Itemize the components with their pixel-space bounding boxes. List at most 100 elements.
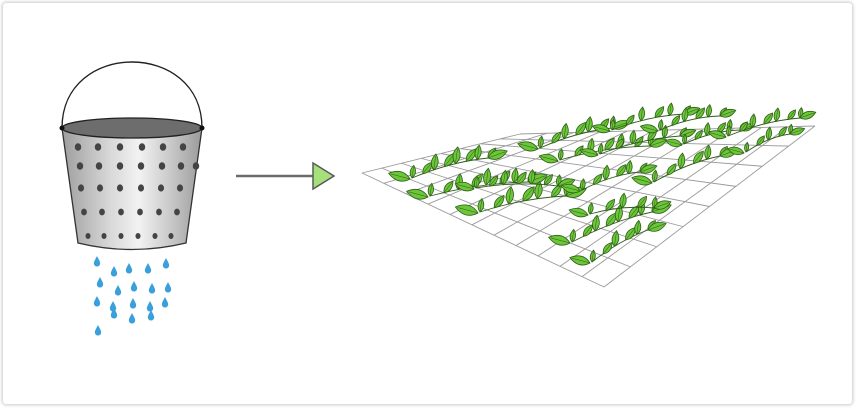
leafy-vine-icon [538, 133, 668, 164]
leaf-icon [756, 135, 765, 146]
leaf-icon [568, 207, 589, 218]
leaf-icon [639, 124, 659, 134]
water-drop-icon [109, 301, 117, 312]
bucket-hole [176, 184, 184, 192]
bucket-hole [168, 233, 174, 239]
leaf-icon [639, 164, 658, 174]
bucket-hole [99, 208, 105, 216]
leaf-icon [667, 102, 674, 117]
bucket-hole [95, 162, 103, 170]
leaf-icon [671, 115, 681, 126]
leaf-icon [548, 234, 571, 246]
leaf-icon [665, 138, 683, 148]
bucket-hole [116, 184, 124, 192]
leaf-icon [443, 180, 454, 194]
bucket-hole [179, 143, 187, 151]
water-drop-icon [147, 310, 155, 321]
leafy-vine-icon [560, 159, 658, 194]
leaf-icon [666, 163, 677, 176]
leaf-icon [561, 122, 569, 140]
leaf-icon [765, 126, 773, 141]
leafy-vine-icon [454, 169, 576, 192]
bucket-rivet-right [199, 125, 205, 131]
bucket-rivet-left [59, 125, 65, 131]
leaf-icon [637, 195, 647, 208]
bucket-hole [96, 184, 104, 192]
leaf-icon [487, 149, 508, 160]
leaf-icon [602, 242, 613, 255]
leaf-icon [454, 181, 475, 192]
water-drop-icon [110, 308, 118, 319]
leafy-vine-icon [631, 144, 739, 186]
leafy-vine-icon [569, 219, 667, 266]
leaf-icon [522, 186, 535, 202]
leaf-icon [489, 175, 499, 187]
water-drop-icon [164, 282, 172, 293]
bucket-hole [135, 233, 141, 239]
leaf-icon [654, 106, 665, 119]
arrow-head [312, 161, 336, 191]
leaf-icon [707, 130, 727, 140]
bucket-hole [85, 233, 91, 239]
bucket-hole [77, 184, 85, 192]
leaf-icon [726, 124, 732, 137]
water-drop-icon [93, 296, 101, 307]
leaf-icon [543, 173, 553, 186]
leaf-icon [763, 112, 774, 125]
leaf-icon [585, 116, 593, 133]
leaf-icon [651, 169, 658, 183]
leaf-icon [454, 204, 479, 216]
leaf-icon [409, 164, 416, 179]
water-drop-icon [94, 325, 102, 336]
leaf-icon [427, 182, 434, 197]
bucket-hole [118, 233, 124, 239]
leaf-icon [430, 153, 439, 171]
water-drop-icon [161, 297, 169, 308]
water-drop-icon [129, 298, 137, 309]
leaf-icon [569, 255, 591, 266]
bucket-hole [192, 162, 200, 170]
bucket-rim [61, 117, 203, 139]
leaf-icon [579, 178, 586, 191]
bucket-hole [157, 184, 165, 192]
leaf-icon [773, 107, 781, 122]
grid-line [381, 167, 631, 268]
water-drop-icon [130, 281, 138, 292]
leaf-icon [638, 106, 646, 122]
water-drop-icon [110, 266, 118, 277]
leaf-icon [787, 109, 796, 120]
leaf-icon [575, 121, 587, 136]
bucket-handle [61, 61, 203, 129]
leaf-icon [694, 129, 703, 140]
leaf-icon [557, 148, 564, 161]
leaf-icon [682, 133, 688, 145]
leaf-icon [658, 118, 664, 131]
bucket-hole [74, 143, 82, 151]
leaf-icon [789, 127, 806, 136]
leafy-vine-icon [707, 106, 817, 140]
leaf-icon [493, 194, 505, 209]
water-drop-icon [148, 283, 156, 294]
leaf-icon [511, 167, 519, 184]
leaf-icon [605, 198, 615, 211]
bucket-hole [137, 208, 143, 216]
leaf-icon [538, 153, 559, 164]
leaf-icon [592, 214, 600, 232]
leaf-icon [560, 183, 581, 194]
leaf-icon [681, 107, 689, 123]
bucket-hole [177, 162, 185, 170]
bucket-hole [159, 143, 167, 151]
bucket-hole [118, 208, 124, 216]
leaf-icon [705, 103, 712, 118]
water-drops [93, 256, 172, 336]
right-arrow-icon [236, 161, 336, 191]
leaf-icon [604, 137, 615, 151]
leaf-icon [388, 170, 411, 182]
bucket-body [61, 127, 203, 251]
leafy-vine-icon [639, 103, 737, 134]
leafy-vine-icon [727, 123, 806, 156]
bucket-hole [76, 162, 84, 170]
bucket-hole [81, 208, 87, 216]
leaf-icon [629, 129, 637, 145]
bucket-hole [116, 143, 124, 151]
